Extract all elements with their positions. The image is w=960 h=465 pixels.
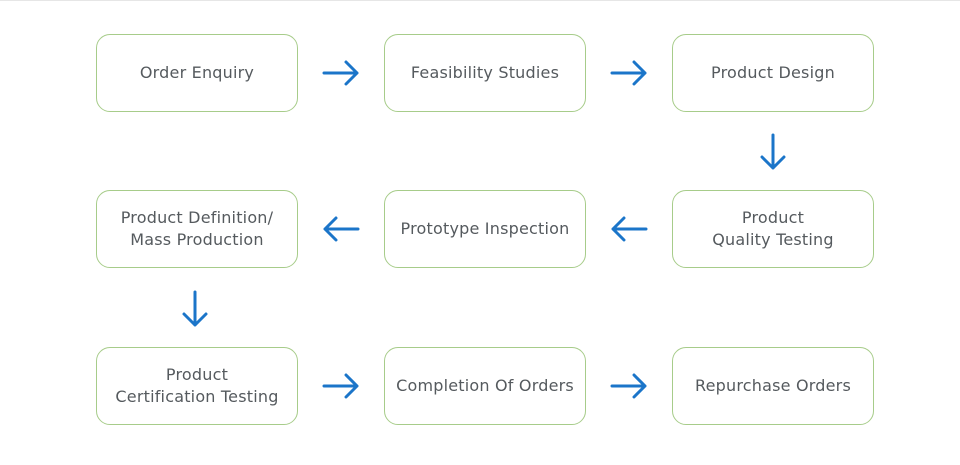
arrow-left-icon-path <box>323 216 360 242</box>
step-label-line: Order Enquiry <box>139 63 255 82</box>
step-repurchase-orders: Repurchase Orders <box>672 347 874 425</box>
step-label-line: Quality Testing <box>712 230 834 249</box>
step-label: Feasibility Studies <box>411 62 559 84</box>
arrow-right-icon <box>609 366 649 406</box>
step-label-line: Prototype Inspection <box>400 219 570 238</box>
step-label-line: Product Design <box>711 63 835 82</box>
step-order-enquiry: Order Enquiry <box>96 34 298 112</box>
step-label-line: Certification Testing <box>115 387 279 406</box>
step-label-line: Product <box>741 208 805 227</box>
arrow-right-icon <box>609 53 649 93</box>
step-product-design: Product Design <box>672 34 874 112</box>
arrow-right-icon-path <box>610 373 647 399</box>
step-product-quality-testing: Product Quality Testing <box>672 190 874 268</box>
step-label: Product Quality Testing <box>712 207 834 251</box>
step-completion-of-orders: Completion Of Orders <box>384 347 586 425</box>
arrow-down-icon-path <box>760 133 786 170</box>
arrow-right-icon-path <box>610 60 647 86</box>
step-label-line: Completion Of Orders <box>396 376 574 395</box>
step-label-line: Repurchase Orders <box>695 376 851 395</box>
top-divider <box>0 0 960 1</box>
arrow-down-icon <box>753 132 793 172</box>
arrow-down-icon <box>175 289 215 329</box>
step-prototype-inspection: Prototype Inspection <box>384 190 586 268</box>
step-label: Product Definition/ Mass Production <box>121 207 274 251</box>
step-label: Product Design <box>711 62 835 84</box>
step-label-line: Product <box>165 365 229 384</box>
step-feasibility-studies: Feasibility Studies <box>384 34 586 112</box>
arrow-right-icon <box>321 366 361 406</box>
arrow-right-icon <box>321 53 361 93</box>
arrow-left-icon <box>321 209 361 249</box>
step-label-line: Feasibility Studies <box>410 63 560 82</box>
arrow-right-icon-path <box>322 60 359 86</box>
arrow-left-icon-path <box>611 216 648 242</box>
step-label: Completion Of Orders <box>396 375 574 397</box>
step-label: Repurchase Orders <box>695 375 851 397</box>
arrow-down-icon-path <box>182 290 208 327</box>
arrow-right-icon-path <box>322 373 359 399</box>
step-label: Product Certification Testing <box>115 364 278 408</box>
step-product-definition-mass-production: Product Definition/ Mass Production <box>96 190 298 268</box>
step-label: Prototype Inspection <box>401 218 570 240</box>
step-label-line: Product Definition/ <box>120 208 274 227</box>
step-label: Order Enquiry <box>140 62 254 84</box>
step-product-certification-testing: Product Certification Testing <box>96 347 298 425</box>
arrow-left-icon <box>609 209 649 249</box>
step-label-line: Mass Production <box>130 230 264 249</box>
